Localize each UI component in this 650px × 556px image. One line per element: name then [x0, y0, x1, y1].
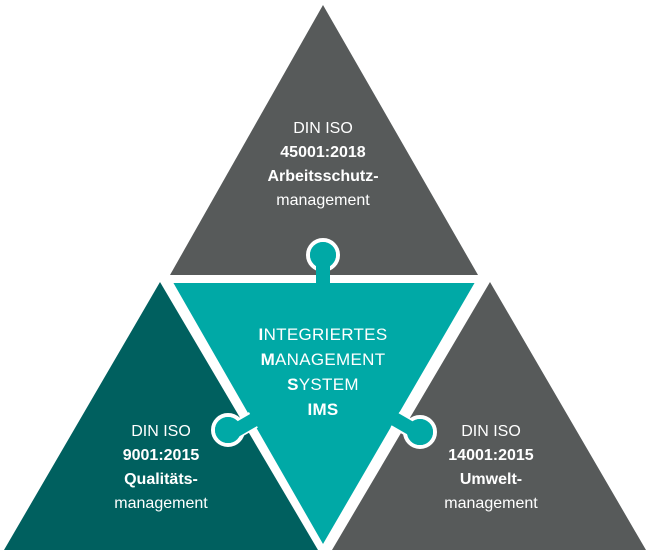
top-standard-number: 45001:2018	[280, 144, 366, 161]
initial-s: S	[287, 375, 299, 394]
right-din-iso: DIN ISO	[461, 423, 521, 440]
center-ims-label: INTEGRIERTES MANAGEMENT SYSTEM IMS	[223, 322, 423, 422]
left-standard-topic: Qualitäts-	[124, 471, 198, 488]
top-management: management	[276, 192, 370, 209]
right-standard-label: DIN ISO 14001:2015 Umwelt- management	[391, 420, 591, 516]
top-triangle	[170, 5, 478, 275]
left-standard-label: DIN ISO 9001:2015 Qualitäts- management	[61, 420, 261, 516]
system: YSTEM	[298, 375, 359, 394]
right-standard-topic: Umwelt-	[459, 471, 523, 488]
top-standard-label: DIN ISO 45001:2018 Arbeitsschutz- manage…	[223, 117, 423, 213]
left-din-iso: DIN ISO	[131, 423, 191, 440]
management: ANAGEMENT	[275, 350, 386, 369]
left-triangle	[4, 282, 318, 550]
left-management: management	[114, 495, 208, 512]
ims-abbreviation: IMS	[307, 400, 339, 419]
top-standard-topic: Arbeitsschutz-	[267, 168, 379, 185]
right-triangle	[332, 282, 646, 550]
initial-i: I	[258, 325, 264, 344]
right-standard-number: 14001:2015	[448, 447, 534, 464]
left-standard-number: 9001:2015	[122, 447, 200, 464]
initial-m: M	[260, 350, 276, 369]
integriertes: NTEGRIERTES	[263, 325, 388, 344]
top-din-iso: DIN ISO	[293, 120, 353, 137]
right-management: management	[444, 495, 538, 512]
